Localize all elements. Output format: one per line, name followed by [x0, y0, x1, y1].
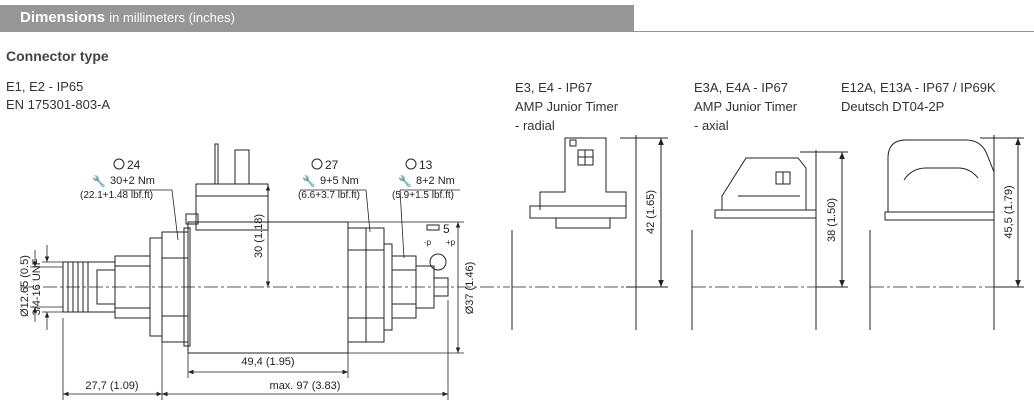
- wrench3-torque: 8+2 Nm: [416, 175, 455, 187]
- connector-e12-view: [869, 135, 1024, 330]
- adjust-plus: +p: [446, 238, 456, 247]
- caption-e1-line2: EN 175301-803-A: [6, 97, 111, 112]
- callout-wrench-13: 13 🔧 8+2 Nm (5.9+1.5 lbf.ft): [392, 158, 455, 201]
- dim-height-30: 30 (1.18): [253, 214, 265, 258]
- callout-wrench-24: 24 🔧 30+2 Nm (22.1+1.48 lbf.ft): [80, 158, 155, 201]
- wrench-icon: 🔧: [302, 174, 316, 188]
- wrench-icon: 🔧: [398, 174, 412, 188]
- adjust-size: 5: [443, 222, 450, 236]
- section-title: Connector type: [6, 48, 109, 64]
- hex-icon: [311, 158, 323, 170]
- caption-e3-line2: AMP Junior Timer: [515, 99, 619, 114]
- key-icon: [426, 224, 440, 231]
- hex-icon: [405, 158, 417, 170]
- dim-thread: 3/4-16 UNF: [31, 258, 43, 315]
- caption-e1-line1: E1, E2 - IP65: [6, 79, 84, 94]
- header-title-main: Dimensions: [20, 9, 106, 26]
- header-title: Dimensions in millimeters (inches): [20, 9, 235, 26]
- dim-length-max-97: max. 97 (3.83): [270, 380, 341, 392]
- dimension-lines: [30, 185, 464, 400]
- adjust-minus: -p: [424, 238, 432, 247]
- hex-icon: [113, 158, 125, 170]
- dim-height-45: 45,5 (1.79): [1003, 185, 1015, 238]
- wrench1-torque: 30+2 Nm: [110, 175, 155, 187]
- callout-wrench-27: 27 🔧 9+5 Nm (6.6+3.7 lbf.ft): [298, 158, 360, 201]
- wrench2-size: 27: [325, 158, 339, 172]
- callout-adjust: 5 -p +p: [424, 222, 456, 247]
- wrench1-size: 24: [127, 158, 141, 172]
- wrench3-size: 13: [419, 158, 433, 172]
- header-rule: [634, 31, 1034, 32]
- wrench3-torque-imp: (5.9+1.5 lbf.ft): [392, 190, 454, 201]
- caption-e12-line1: E12A, E13A - IP67 / IP69K: [841, 80, 996, 95]
- valve-side-view: [20, 143, 510, 354]
- wrench2-torque-imp: (6.6+3.7 lbf.ft): [298, 190, 360, 201]
- dim-diameter-thread: Ø12.65 (0.5): [19, 255, 31, 317]
- caption-e3a-line2: AMP Junior Timer: [694, 99, 798, 114]
- connector-e3a-view: [691, 150, 848, 330]
- header-bar: [0, 5, 634, 32]
- header-title-sub: in millimeters (inches): [109, 10, 235, 25]
- dim-length-49: 49,4 (1.95): [241, 356, 294, 368]
- wrench2-torque: 9+5 Nm: [320, 175, 359, 187]
- dim-length-27: 27,7 (1.09): [85, 380, 138, 392]
- caption-e3a-line1: E3A, E4A - IP67: [694, 80, 788, 95]
- dim-height-42: 42 (1.65): [645, 190, 657, 234]
- caption-e12-line2: Deutsch DT04-2P: [841, 99, 945, 114]
- wrench-icon: 🔧: [92, 174, 106, 188]
- caption-e3-line1: E3, E4 - IP67: [515, 80, 593, 95]
- dim-diameter-37: Ø37 (1.46): [464, 262, 476, 315]
- wrench1-torque-imp: (22.1+1.48 lbf.ft): [80, 190, 153, 201]
- caption-e3-line3: - radial: [515, 118, 555, 133]
- connector-e3-view: [511, 135, 668, 330]
- caption-e3a-line3: - axial: [694, 118, 729, 133]
- dim-height-38: 38 (1.50): [826, 198, 838, 242]
